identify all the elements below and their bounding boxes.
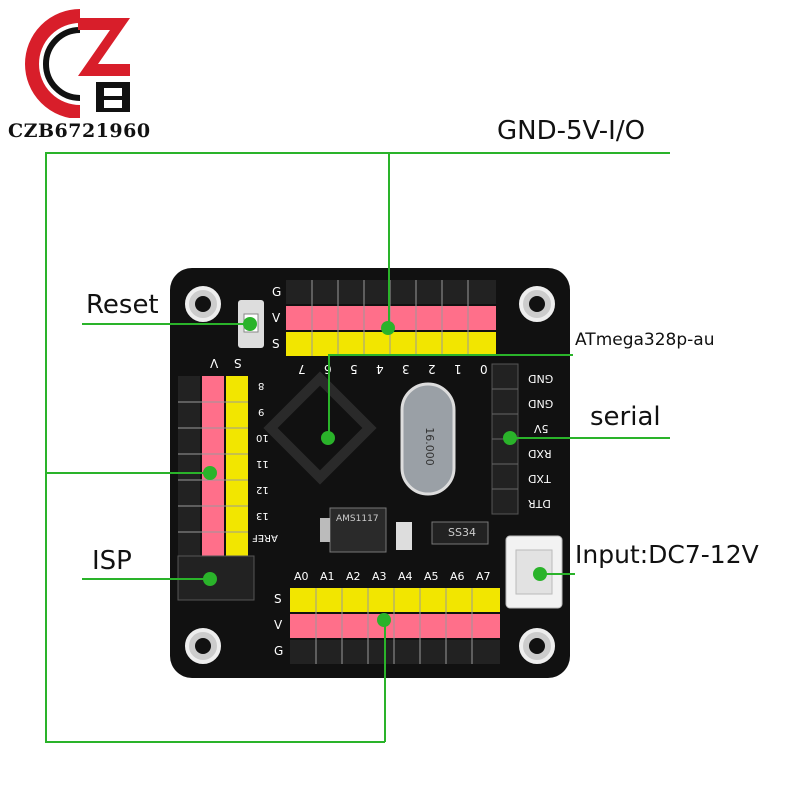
analog-pin-label: A1 (320, 570, 335, 583)
digital-pin-label: 5 (350, 362, 358, 376)
brand-text: CZB6721960 (8, 120, 151, 142)
analog-pin-label: A7 (476, 570, 491, 583)
left-pin-label: AREF (252, 532, 278, 543)
left-pin-label: 11 (256, 458, 269, 469)
callout-atmega: ATmega328p-au (575, 330, 715, 350)
top-header-g (286, 280, 496, 304)
analog-pin-label: A6 (450, 570, 465, 583)
atmega-chip (263, 371, 377, 485)
analog-pin-label: A2 (346, 570, 361, 583)
crystal (400, 382, 456, 496)
callout-serial: serial (590, 402, 661, 432)
bottom-header-g (290, 640, 500, 664)
left-pin-label: 9 (258, 406, 265, 417)
callout-gnd-5v-io: GND-5V-I/O (497, 116, 646, 146)
digital-pin-label: 0 (480, 362, 488, 376)
regulator-label: AMS1117 (336, 514, 379, 524)
left-header-g (178, 376, 200, 558)
digital-pin-label: 7 (298, 362, 306, 376)
left-pin-label: 13 (256, 510, 269, 521)
callout-line (45, 472, 210, 474)
left-header-s (226, 376, 248, 558)
left-pin-label: 8 (258, 380, 265, 391)
diode-label: SS34 (448, 526, 476, 539)
top-header-s (286, 332, 496, 356)
callout-line (45, 152, 47, 742)
serial-pin-label: GND (528, 372, 554, 385)
serial-pin-label: TXD (528, 472, 551, 485)
analog-pin-label: A5 (424, 570, 439, 583)
bottom-header-v (290, 614, 500, 638)
callout-line (510, 437, 670, 439)
callout-dot (381, 321, 395, 335)
callout-isp: ISP (92, 546, 132, 576)
left-pin-label: 12 (256, 484, 269, 495)
analog-pin-label: A4 (398, 570, 413, 583)
digital-pin-label: 1 (454, 362, 462, 376)
serial-pin-label: 5V (534, 422, 549, 435)
brand-logo (25, 9, 130, 118)
callout-dot (503, 431, 517, 445)
callout-line (384, 620, 386, 742)
callout-dot (321, 431, 335, 445)
digital-pin-label: 3 (402, 362, 410, 376)
callout-line (45, 741, 385, 743)
callout-dot (377, 613, 391, 627)
bottom-row-label-v: V (274, 618, 283, 632)
digital-pin-label: 2 (428, 362, 436, 376)
analog-pin-label: A0 (294, 570, 309, 583)
callout-dot (533, 567, 547, 581)
callout-line (328, 354, 330, 438)
callout-line (388, 152, 390, 328)
left-col-label-v: V (210, 356, 219, 370)
callout-line (45, 152, 670, 154)
left-col-label-s: S (234, 356, 242, 370)
diode (431, 521, 489, 545)
digital-pin-label: 4 (376, 362, 384, 376)
bottom-row-label-g: G (274, 644, 284, 658)
callout-dot (243, 317, 257, 331)
top-row-label-v: V (272, 311, 281, 325)
voltage-regulator (329, 507, 387, 553)
callout-dot (203, 572, 217, 586)
analog-pin-label: A3 (372, 570, 387, 583)
top-row-label-s: S (272, 337, 280, 351)
serial-pin-label: GND (528, 397, 554, 410)
callout-input: Input:DC7-12V (575, 540, 759, 569)
callout-line (540, 573, 575, 575)
serial-pin-label: DTR (528, 497, 551, 510)
callout-line (328, 354, 573, 356)
crystal-label: 16.000 (422, 427, 436, 466)
serial-pin-label: RXD (528, 447, 552, 460)
bottom-row-label-s: S (274, 592, 282, 606)
callout-line (82, 578, 210, 580)
top-row-label-g: G (272, 285, 282, 299)
bottom-header-s (290, 588, 500, 612)
pcb-board (170, 268, 570, 678)
left-pin-label: 10 (256, 432, 269, 443)
callout-line (82, 323, 250, 325)
callout-reset: Reset (86, 290, 159, 320)
callout-dot (203, 466, 217, 480)
